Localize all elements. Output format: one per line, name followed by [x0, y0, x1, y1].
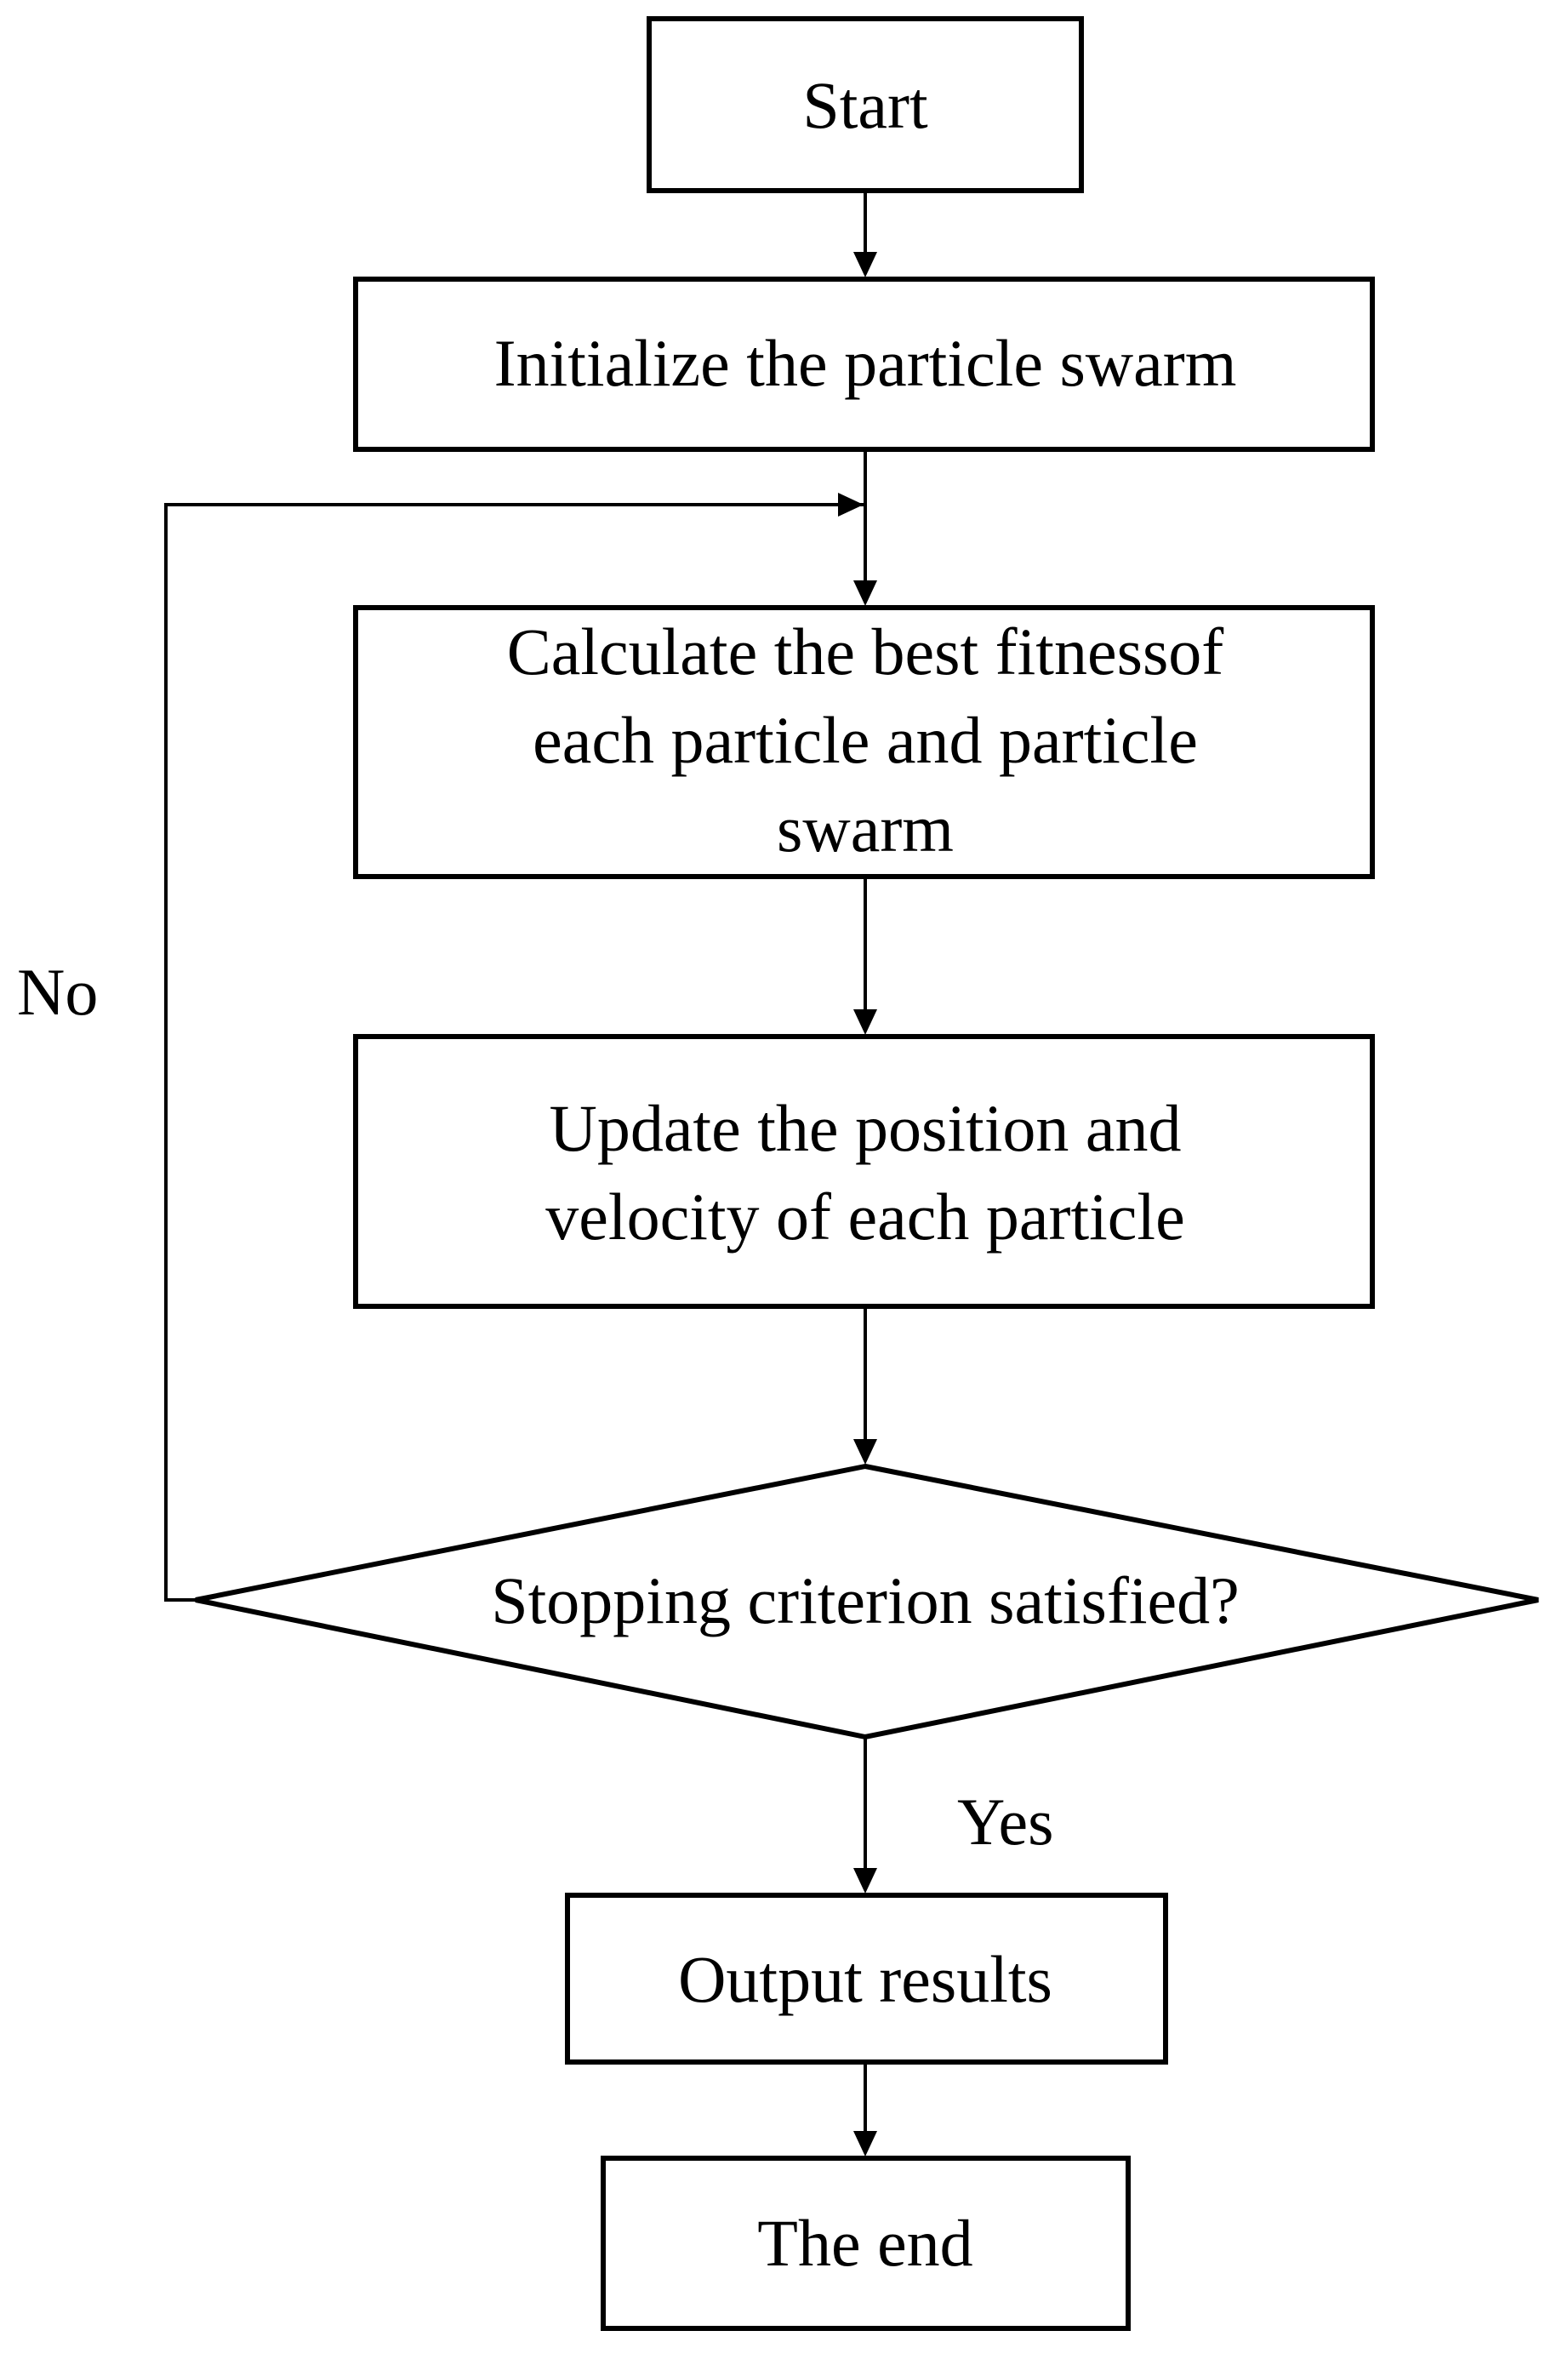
arrowhead-calculate-to-update	[853, 1009, 877, 1035]
update-label-line1: Update the position and	[549, 1091, 1181, 1165]
initialize-label: Initialize the particle swarm	[494, 326, 1237, 400]
edge-no-loop	[164, 503, 864, 1602]
initialize-box	[353, 277, 1375, 452]
node-update: Update the position and velocity of each…	[353, 1034, 1375, 1309]
calculate-label-line1: Calculate the best fitnessof	[507, 614, 1224, 688]
node-initialize: Initialize the particle swarm	[353, 277, 1375, 452]
node-start: Start	[647, 16, 1084, 193]
arrowhead-no-loop	[838, 493, 864, 517]
node-decision: Stopping criterion satisfied?	[195, 1463, 1539, 1740]
node-calculate: Calculate the best fitnessof each partic…	[353, 605, 1375, 879]
update-label-line2: velocity of each particle	[545, 1180, 1184, 1254]
end-label: The end	[757, 2206, 972, 2280]
connectors	[164, 192, 877, 2156]
arrowhead-output-to-end	[853, 2131, 877, 2156]
decision-diamond	[195, 1463, 1539, 1740]
output-label: Output results	[678, 1942, 1052, 2016]
node-end: The end	[601, 2156, 1131, 2331]
update-box	[353, 1034, 1375, 1309]
node-output: Output results	[565, 1893, 1168, 2065]
calculate-box	[353, 605, 1375, 879]
no-label: No	[17, 955, 98, 1029]
output-box	[565, 1893, 1168, 2065]
arrowhead-decision-to-output	[853, 1868, 877, 1894]
decision-label: Stopping criterion satisfied?	[491, 1563, 1239, 1637]
start-box	[647, 16, 1084, 193]
arrowhead-start-to-initialize	[853, 252, 877, 277]
yes-label: Yes	[957, 1785, 1054, 1859]
arrowhead-update-to-decision	[853, 1439, 877, 1465]
calculate-label-line2: each particle and particle	[533, 703, 1198, 777]
start-label: Start	[802, 68, 928, 142]
arrowhead-initialize-to-calculate	[853, 580, 877, 606]
calculate-label-line3: swarm	[777, 791, 954, 865]
end-box	[601, 2156, 1131, 2331]
